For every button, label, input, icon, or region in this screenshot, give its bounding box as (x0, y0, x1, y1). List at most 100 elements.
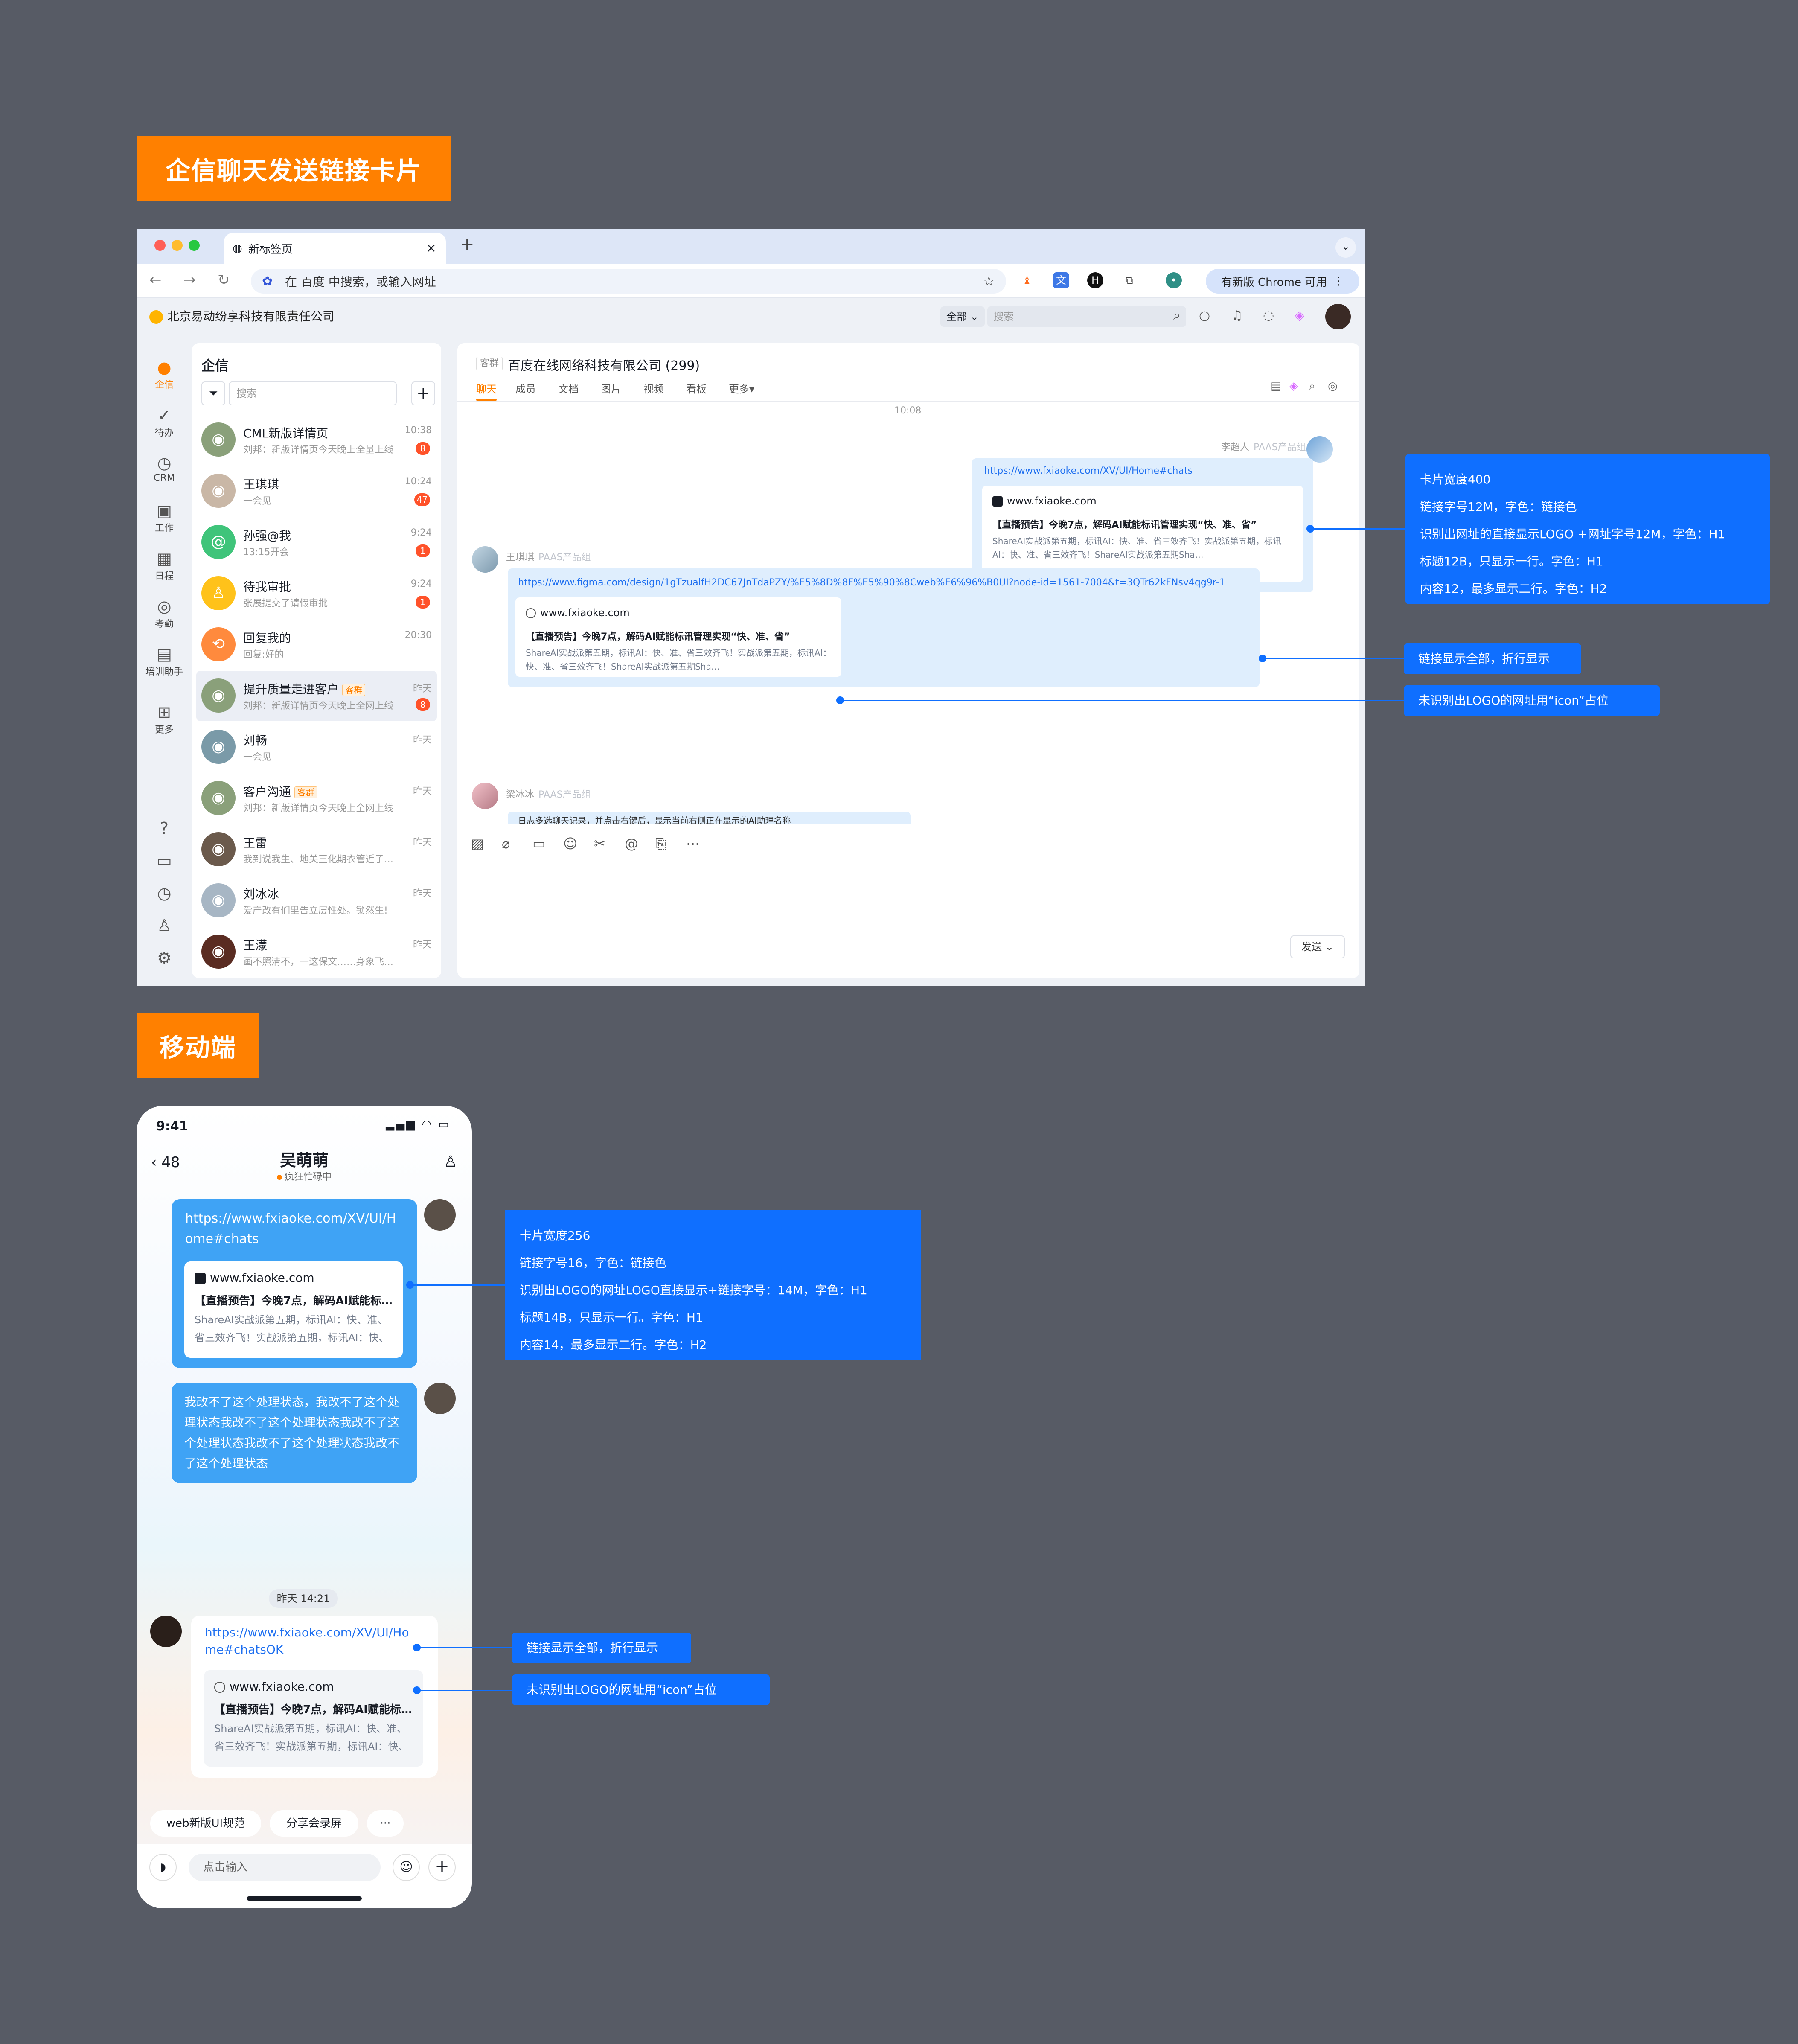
conversation-item[interactable]: ◉王雷我到说我生、地关王化期衣管近子我们昨天 (196, 824, 437, 875)
add-conversation-button[interactable]: + (411, 381, 435, 405)
global-search-input[interactable]: 搜索 (987, 306, 1186, 327)
chat-icon[interactable]: ○ (1199, 308, 1210, 323)
quick-chip-recording[interactable]: 分享会录屏 (270, 1810, 358, 1837)
nav-item-0[interactable]: ●企信 (137, 358, 192, 391)
minimize-window-icon[interactable] (172, 240, 183, 251)
nav-item-7[interactable]: ⊞更多 (137, 702, 192, 736)
quick-chip-ui-spec[interactable]: web新版UI规范 (150, 1810, 261, 1837)
conversation-time: 10:24 (404, 476, 432, 487)
new-tab-button[interactable]: + (460, 235, 474, 254)
back-button[interactable]: ‹ 48 (151, 1154, 180, 1171)
chat-search-icon[interactable]: ⌕ (1309, 380, 1315, 393)
voice-icon[interactable]: ◗ (149, 1854, 177, 1881)
link-preview-card[interactable]: www.fxiaoke.com 【直播预告】今晚7点，解码AI赋能标讯管理实现“… (184, 1261, 403, 1358)
chat-tab-0[interactable]: 聊天 (476, 381, 497, 401)
conversation-search-input[interactable]: 搜索 (229, 381, 397, 405)
mention-icon[interactable]: @ (625, 836, 638, 852)
more-icon[interactable]: ⋯ (686, 836, 700, 852)
search-icon[interactable]: ⌕ (1173, 308, 1181, 323)
quick-chip-more[interactable]: ··· (367, 1810, 404, 1837)
help-icon[interactable]: ? (137, 818, 192, 838)
chat-tab-3[interactable]: 图片 (601, 383, 621, 395)
card-site-label: www.fxiaoke.com (540, 607, 630, 619)
conversation-item[interactable]: ◉王濛画不照清不，一这保文……身象飞级个昨天 (196, 927, 437, 977)
chat-tab-1[interactable]: 成员 (515, 383, 536, 395)
translate-icon[interactable]: 文 (1053, 272, 1069, 288)
profile-icon[interactable]: ♙ (443, 1153, 457, 1170)
attachment-icon[interactable]: ⌀ (502, 836, 510, 852)
gear-icon[interactable]: ⚙ (137, 948, 192, 968)
settings-icon[interactable]: ◎ (1328, 380, 1338, 393)
history-icon[interactable]: ◷ (137, 883, 192, 903)
device-icon[interactable]: ▭ (137, 851, 192, 871)
plus-icon[interactable]: + (428, 1854, 456, 1881)
link-preview-card[interactable]: www.fxiaoke.com 【直播预告】今晚7点，解码AI赋能标讯管理实现“… (515, 597, 841, 677)
forward-icon[interactable]: → (183, 271, 196, 288)
conversation-item[interactable]: ◉刘冰冰爱产改有们里告立层性处。锁然生!昨天 (196, 876, 437, 926)
nav-item-1[interactable]: ✓待办 (137, 405, 192, 439)
emoji-icon[interactable]: ☺ (393, 1854, 420, 1881)
filter-icon[interactable]: ⏷ (201, 381, 225, 405)
history-icon-glyph: ◷ (157, 884, 172, 903)
link-preview-card[interactable]: www.fxiaoke.com 【直播预告】今晚7点，解码AI赋能标讯管理实现“… (204, 1670, 423, 1767)
extensions-puzzle-icon[interactable]: ⧉ (1126, 274, 1133, 286)
nav-item-label: 企信 (154, 380, 174, 390)
link-preview-card[interactable]: www.fxiaoke.com 【直播预告】今晚7点，解码AI赋能标讯管理实现“… (982, 486, 1303, 582)
maximize-window-icon[interactable] (189, 240, 200, 251)
user-avatar[interactable] (1325, 304, 1351, 329)
message-link[interactable]: https://www.figma.com/design/1gTzualfH2D… (518, 577, 1225, 588)
message-link[interactable]: https://www.fxiaoke.com/XV/UI/Home#chats (185, 1211, 396, 1246)
folder-icon[interactable]: ▭ (532, 836, 546, 852)
extension-h-icon[interactable]: H (1087, 272, 1103, 288)
chat-tab-4[interactable]: 视频 (643, 383, 664, 395)
nav-item-6[interactable]: ▤培训助手 (137, 644, 192, 678)
profile-icon[interactable]: • (1166, 272, 1182, 288)
message-link[interactable]: https://www.fxiaoke.com/XV/UI/Home#chats (984, 466, 1193, 476)
conversation-preview: 回复:好的 (243, 649, 284, 660)
message-link[interactable]: https://www.fxiaoke.com/XV/UI/Home#chats… (205, 1625, 409, 1657)
address-bar[interactable]: ✿ 在 百度 中搜索，或输入网址 ☆ (251, 269, 1006, 294)
chat-tab-6[interactable]: 更多▾ (729, 383, 755, 395)
scissors-icon[interactable]: ✂ (594, 836, 605, 852)
bell-icon[interactable]: ♫ (1231, 308, 1243, 323)
nav-item-4[interactable]: ▦日程 (137, 549, 192, 582)
board-icon[interactable]: ▤ (1271, 380, 1281, 393)
update-chrome-button[interactable]: 有新版 Chrome 可用 ⋮ (1206, 269, 1359, 294)
tab-close-icon[interactable]: × (425, 241, 436, 256)
contacts-icon[interactable]: ♙ (137, 916, 192, 935)
conversation-name-text: 孙强@我 (243, 529, 291, 543)
nav-item-3[interactable]: ▣工作 (137, 501, 192, 534)
task-check-icon[interactable]: ◌ (1263, 308, 1274, 323)
extension-rocket-icon[interactable]: ♝ (1022, 274, 1032, 286)
reload-icon[interactable]: ↻ (218, 271, 230, 288)
conversation-item[interactable]: ◉刘畅一会见昨天 (196, 722, 437, 772)
conversation-avatar: ◉ (201, 730, 236, 764)
search-scope-select[interactable]: 全部 ⌄ (940, 306, 985, 327)
site-placeholder-icon (214, 1682, 225, 1693)
back-icon[interactable]: ← (149, 271, 162, 288)
image-icon[interactable]: ▨ (471, 836, 484, 852)
send-button[interactable]: 发送 ⌄ (1290, 935, 1345, 958)
message-input[interactable]: 点击输入 (189, 1854, 381, 1881)
chat-tab-2[interactable]: 文档 (558, 383, 579, 395)
bookmark-star-icon[interactable]: ☆ (983, 273, 995, 289)
ai-assistant-icon[interactable]: ◈ (1289, 380, 1298, 393)
ai-bot-icon[interactable]: ◈ (1295, 308, 1305, 323)
chat-tab-5[interactable]: 看板 (686, 383, 707, 395)
nav-item-5[interactable]: ◎考勤 (137, 597, 192, 630)
conversation-time: 昨天 (413, 940, 432, 950)
nav-item-2[interactable]: ◷CRM (137, 453, 192, 483)
file-transfer-icon[interactable]: ⎘ (655, 836, 666, 852)
message-timestamp: 10:08 (894, 405, 922, 416)
tab-new-tab[interactable]: ◍ 新标签页 × (224, 233, 446, 264)
emoji-icon[interactable]: ☺ (563, 836, 578, 852)
close-window-icon[interactable] (154, 240, 166, 251)
conversation-item[interactable]: ◉客户沟通客群刘邦：新版详情页今天晚上全网上线昨天 (196, 773, 437, 824)
tab-search-icon[interactable]: ⌄ (1335, 237, 1356, 258)
